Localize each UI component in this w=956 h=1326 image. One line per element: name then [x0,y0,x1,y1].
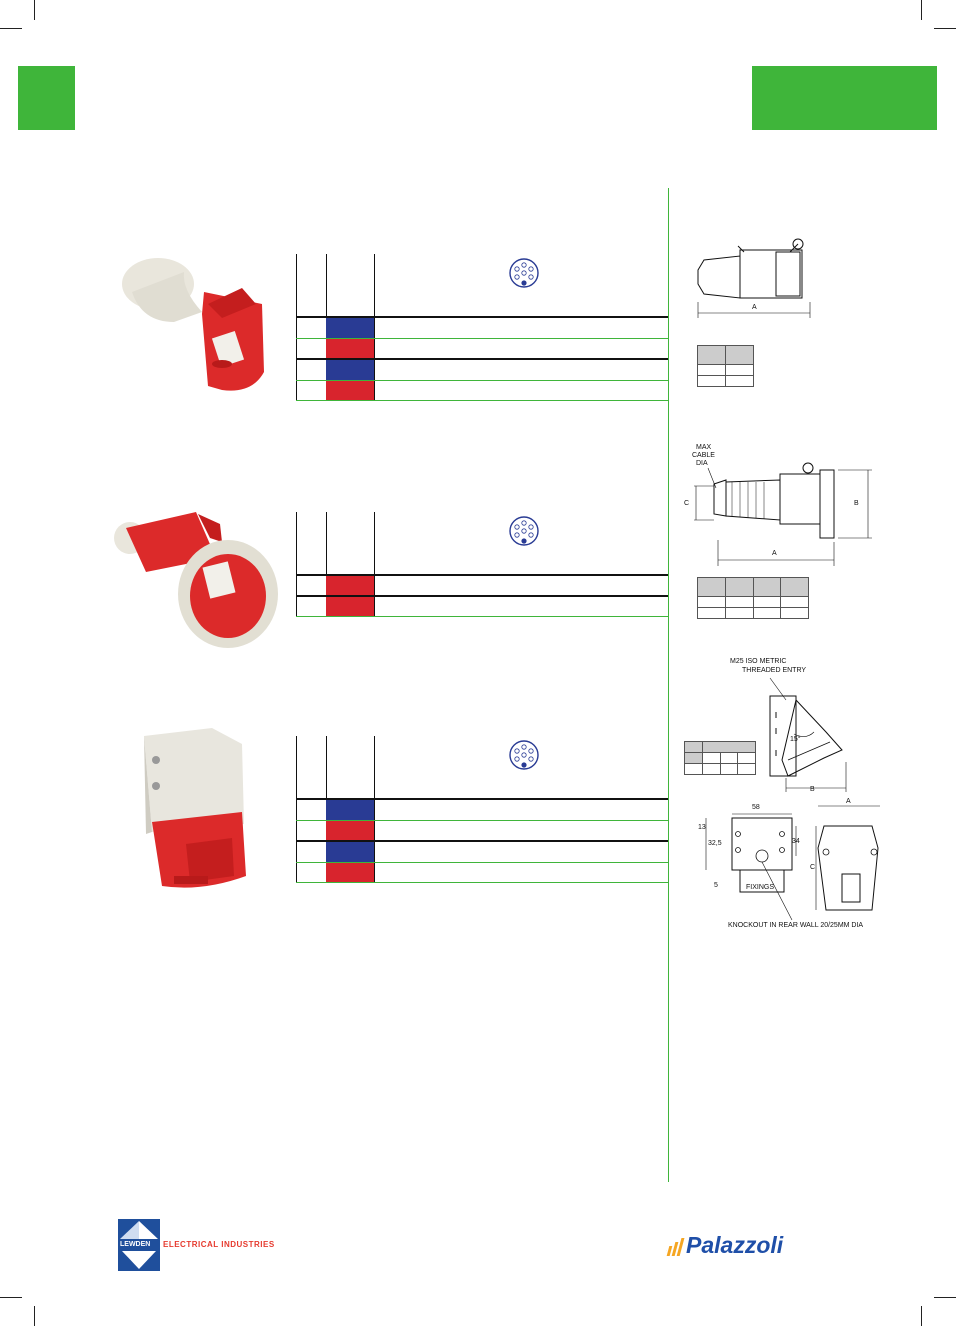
color-swatch-red [326,597,374,616]
label-knockout: KNOCKOUT IN REAR WALL 20/25MM DIA [728,922,864,929]
header-tab-right [752,66,937,130]
red-socket-connector-icon [122,258,264,391]
label-dia: DIA [696,460,708,467]
header-tab-left [18,66,75,130]
dimension-label-13: 13 [698,824,706,831]
dimension-label-b: B [854,500,859,507]
dimension-label-c: C [810,864,816,871]
dimension-label-c: C [684,500,690,507]
dimension-label-34: 34 [792,838,800,845]
color-swatch-blue [326,318,374,338]
dimension-table-3 [684,741,757,775]
crop-mark [921,1306,922,1326]
palazzoli-logo-text: Palazzoli [686,1232,784,1258]
color-swatch-red [326,339,374,359]
color-swatch-blue [326,360,374,380]
color-swatch-blue [326,800,374,820]
dimension-label-5: 5 [714,882,718,889]
palazzoli-bars-icon [666,1238,685,1256]
product-table-1 [296,254,668,402]
product-table-3 [296,736,668,884]
product-photo-round-connector [106,498,278,652]
color-swatch-red [326,576,374,596]
dimension-drawing-connector: A [690,234,820,320]
red-round-connector-icon [114,512,278,648]
column-divider [668,188,669,1182]
lewden-tagline: ELECTRICAL INDUSTRIES [163,1240,275,1249]
label-fixings: FIXINGS [746,884,775,891]
dimension-drawing-round-connector: MAX CABLE DIA C B A [680,444,880,568]
product-photo-wall-socket [132,726,252,892]
dimension-label-b: B [810,786,815,793]
pin-configuration-icon [509,516,539,546]
wall-mounted-socket-icon [144,728,246,888]
crop-mark [34,1306,35,1326]
color-swatch-red [326,863,374,882]
dimension-table-2 [697,577,809,619]
product-photo-connector [112,252,272,400]
lewden-logo-text: LEWDEN [120,1241,151,1248]
color-swatch-red [326,381,374,400]
crop-mark [0,28,22,29]
label-cable: CABLE [692,452,715,459]
label-entry-line1: M25 ISO METRIC [730,658,787,665]
crop-mark [0,1297,22,1298]
label-max-cable: MAX [696,444,712,451]
label-angle: 15° [790,736,801,743]
crop-mark [934,1297,956,1298]
pin-configuration-icon [509,740,539,770]
lewden-logo: LEWDEN [118,1219,160,1271]
dimension-label-a: A [752,304,757,311]
crop-mark [921,0,922,20]
product-table-2 [296,512,668,620]
crop-mark [34,0,35,20]
dimension-drawing-wall-socket-front: 58 A 13 32,5 34 C 5 FIXINGS KNOCKOUT IN … [696,798,886,934]
dimension-label-32-5: 32,5 [708,840,722,847]
pin-configuration-icon [509,258,539,288]
lewden-logo-icon [118,1219,160,1271]
color-swatch-red [326,821,374,841]
dimension-label-a: A [772,550,777,557]
dimension-drawing-wall-socket-side: M25 ISO METRIC THREADED ENTRY 15° B [730,656,880,796]
color-swatch-blue [326,842,374,862]
dimension-label-a: A [846,798,851,805]
dimension-table-1 [697,345,754,387]
palazzoli-logo: Palazzoli [666,1232,846,1260]
label-entry-line2: THREADED ENTRY [742,667,807,674]
dimension-label-58: 58 [752,804,760,811]
crop-mark [934,28,956,29]
